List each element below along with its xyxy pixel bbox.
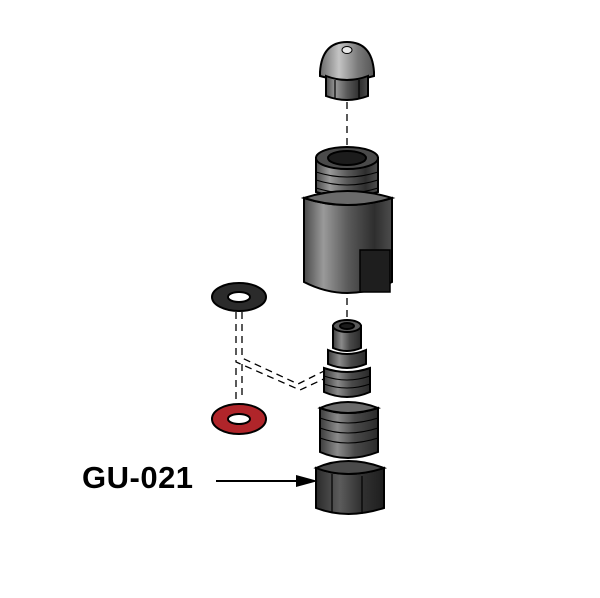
threaded-stem-fitting [313,319,388,515]
cylindrical-body [300,146,396,294]
part-number-label: GU-021 [82,460,194,495]
callout-arrow [216,475,318,487]
assembly-guide-lines [235,102,348,400]
red-washer [211,403,267,435]
black-o-ring [211,282,267,312]
dome-cap [319,40,375,101]
